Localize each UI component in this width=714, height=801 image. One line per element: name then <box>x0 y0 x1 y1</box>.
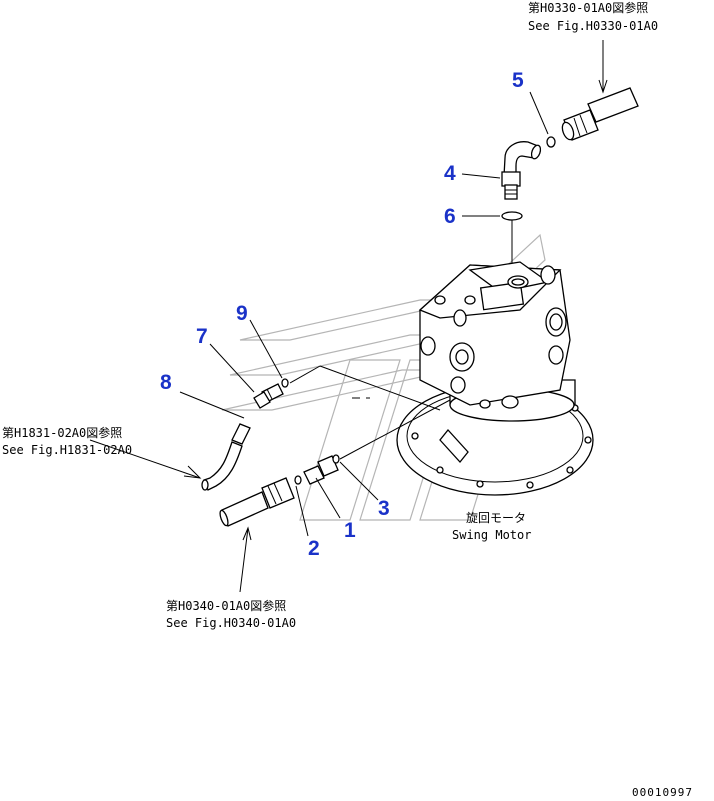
o-ring-9 <box>281 378 289 388</box>
callout-5: 5 <box>512 69 524 92</box>
callout-7: 7 <box>196 325 208 348</box>
connector-7 <box>253 383 284 409</box>
leader-lines <box>89 40 608 593</box>
reference-label-en: See Fig.H0330-01A0 <box>528 19 659 33</box>
swing-motor <box>396 261 594 496</box>
reference-label-en: See Fig.H1831-02A0 <box>2 443 133 457</box>
reference-label-jp: 第H1831-02A0図参照 <box>2 426 123 440</box>
motor-label-jp: 旋回モータ <box>466 511 527 525</box>
callout-9: 9 <box>236 302 248 325</box>
callout-4: 4 <box>444 162 456 185</box>
callout-2: 2 <box>308 537 320 560</box>
drawing-number: 00010997 <box>632 786 693 799</box>
callout-8: 8 <box>160 371 172 394</box>
reference-label-en: See Fig.H0340-01A0 <box>166 616 297 630</box>
o-ring-2 <box>294 475 302 485</box>
reference-label-jp: 第H0330-01A0図参照 <box>528 1 649 15</box>
elbow-fitting-4 <box>501 141 542 200</box>
hose-8 <box>201 423 251 491</box>
callout-6: 6 <box>444 205 456 228</box>
hose-upper <box>561 87 639 141</box>
reference-label-jp: 第H0340-01A0図参照 <box>166 599 287 613</box>
o-ring-6 <box>501 211 523 221</box>
callout-3: 3 <box>378 497 390 520</box>
callout-1: 1 <box>344 519 356 542</box>
motor-label-en: Swing Motor <box>452 528 532 542</box>
o-ring-3 <box>332 454 340 464</box>
o-ring-5 <box>546 136 556 148</box>
hose-lower <box>219 477 295 527</box>
